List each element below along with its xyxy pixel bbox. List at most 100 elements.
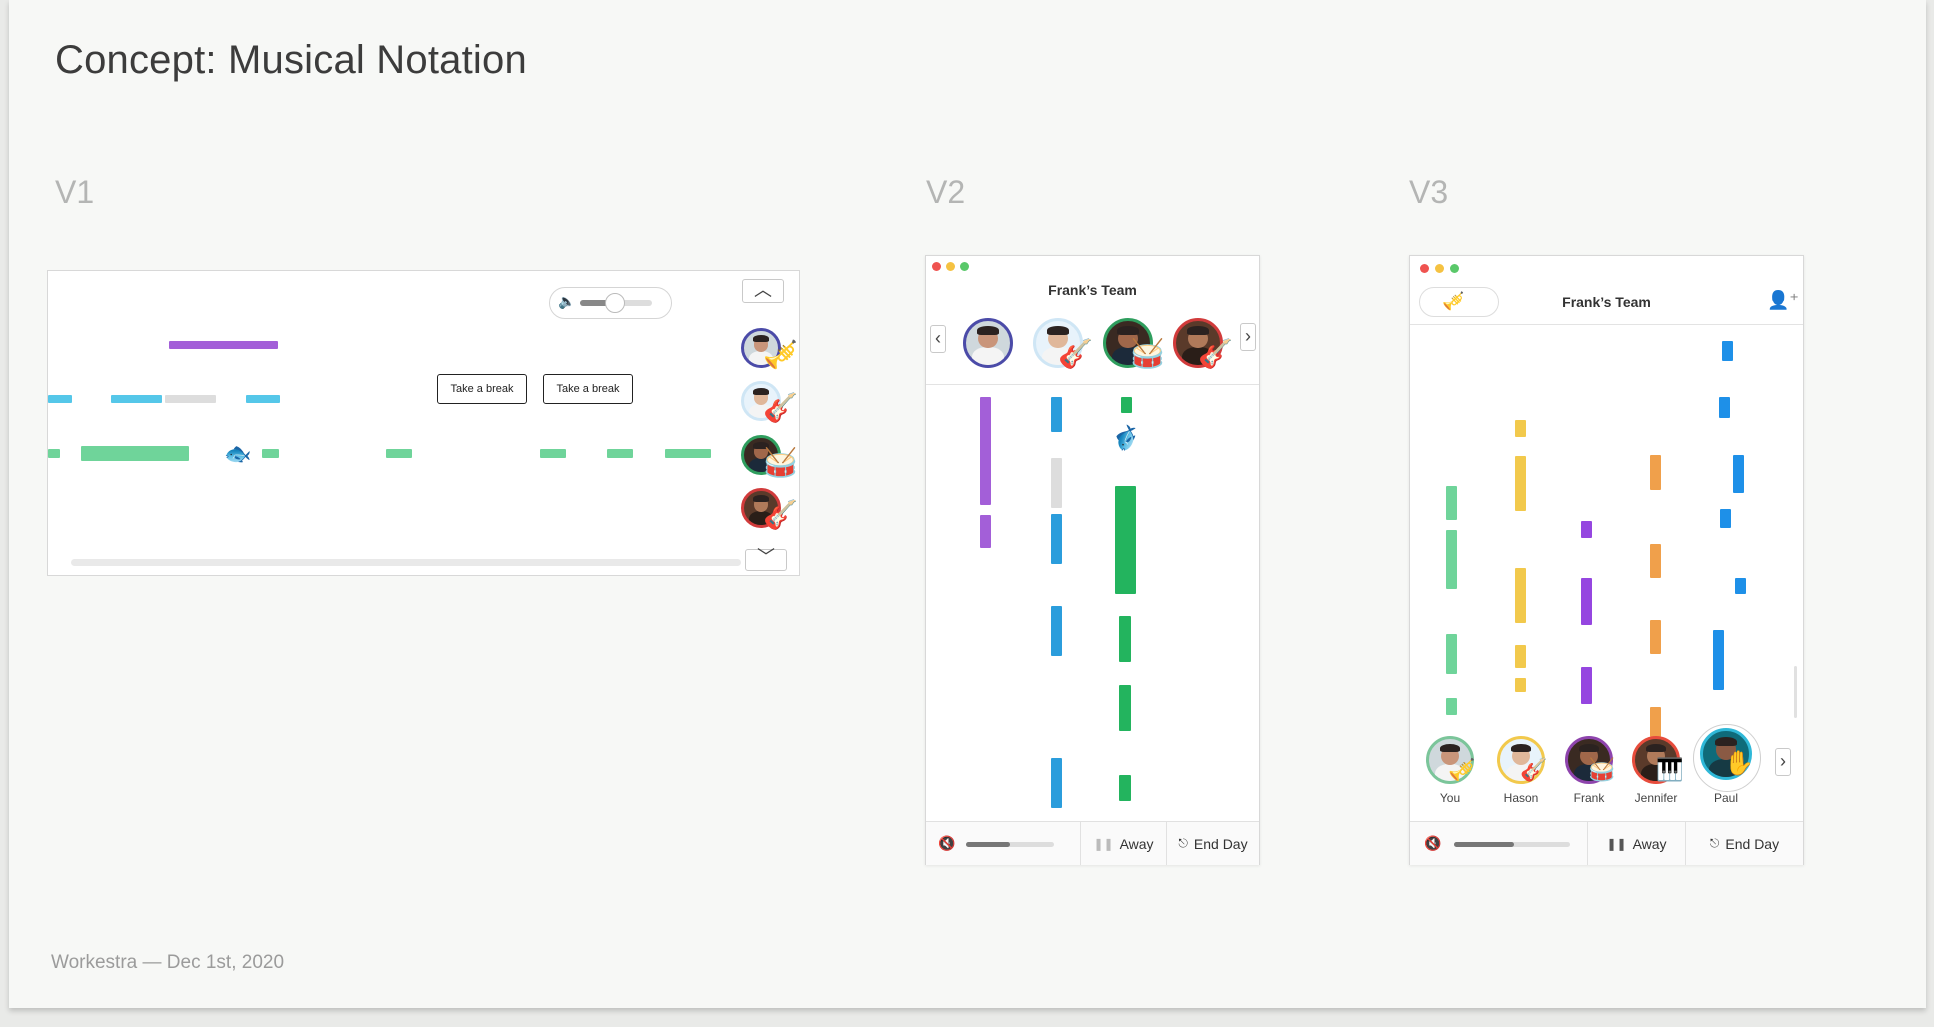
v1-note-green <box>386 449 412 458</box>
v2-note-gray <box>1051 458 1062 508</box>
away-label: Away <box>1119 835 1154 852</box>
v3-note-green <box>1446 486 1457 520</box>
v2-window: Frank’s Team ‹ › 🎸 🥁 🎸 🐟 🔇 ❚❚ <box>925 255 1260 865</box>
maximize-dot[interactable] <box>960 262 969 271</box>
mute-icon[interactable]: 🔇 <box>938 835 956 851</box>
separator <box>1080 822 1081 865</box>
member-name: Paul <box>1713 791 1739 805</box>
speaker-icon: 🔈 <box>558 293 576 309</box>
exit-icon: ⎋ <box>1709 836 1720 850</box>
v1-volume-knob[interactable] <box>605 293 625 313</box>
v1-note-blue <box>48 395 72 403</box>
minimize-dot[interactable] <box>1435 264 1444 273</box>
v1-avatar[interactable] <box>741 381 781 421</box>
away-label: Away <box>1632 835 1667 852</box>
v3-note-orange <box>1650 620 1661 654</box>
fish-icon: 🐟 <box>224 441 252 466</box>
pause-icon: ❚❚ <box>1606 836 1627 851</box>
close-dot[interactable] <box>932 262 941 271</box>
member-avatar-frank[interactable] <box>1565 736 1613 784</box>
v1-horizontal-scrollbar[interactable] <box>71 559 741 566</box>
canvas-board: Concept: Musical Notation V1 🔈 ︿ ﹀ Take … <box>9 0 1926 1008</box>
member-avatar-hason[interactable] <box>1497 736 1545 784</box>
v1-volume-control[interactable]: 🔈 <box>549 287 672 319</box>
v2-avatar[interactable] <box>1173 318 1223 368</box>
v2-note-purple <box>980 397 991 505</box>
v3-vertical-scrollbar[interactable] <box>1794 666 1797 718</box>
member-avatar-jennifer[interactable] <box>1632 736 1680 784</box>
v3-window: 🎺 Frank’s Team 👤⁺ 🎺 You <box>1409 255 1804 865</box>
guitar-icon: 🎸 <box>763 392 798 423</box>
trumpet-icon: 🎺 <box>763 339 798 370</box>
v3-note-yellow <box>1515 456 1526 511</box>
end-day-button[interactable]: ⎋ End Day <box>1167 822 1259 865</box>
v3-note-blue <box>1722 341 1733 361</box>
v2-note-green <box>1115 486 1136 594</box>
prev-arrow[interactable]: ‹ <box>930 325 946 353</box>
v3-note-purple <box>1581 667 1592 704</box>
v2-avatar[interactable] <box>1103 318 1153 368</box>
member-name: Frank <box>1573 791 1605 805</box>
v3-note-yellow <box>1515 678 1526 692</box>
add-user-icon[interactable]: 👤⁺ <box>1767 290 1799 310</box>
v1-note-green <box>81 446 189 461</box>
v1-avatar[interactable] <box>741 488 781 528</box>
v3-note-purple <box>1581 578 1592 625</box>
end-day-label: End Day <box>1725 835 1780 852</box>
v3-note-blue <box>1713 630 1724 690</box>
v2-note-blue <box>1051 397 1062 432</box>
v3-note-yellow <box>1515 420 1526 437</box>
member-name: Hason <box>1503 791 1539 805</box>
maximize-dot[interactable] <box>1450 264 1459 273</box>
v3-note-green <box>1446 530 1457 589</box>
v2-avatar[interactable] <box>963 318 1013 368</box>
mute-icon[interactable]: 🔇 <box>1424 835 1442 851</box>
member-name: You <box>1439 791 1461 805</box>
v1-note-green <box>262 449 279 458</box>
next-arrow[interactable]: › <box>1240 323 1256 351</box>
away-button[interactable]: ❚❚ Away <box>1588 822 1685 865</box>
member-avatar-paul[interactable] <box>1700 728 1752 780</box>
team-title: Frank’s Team <box>1562 294 1651 310</box>
trumpet-icon: 🎺 <box>1442 291 1465 311</box>
trumpet-icon: 🎺 <box>1448 757 1476 782</box>
v3-note-yellow <box>1515 568 1526 623</box>
v3-note-blue <box>1735 578 1746 594</box>
guitar-icon: 🎸 <box>1058 338 1093 369</box>
raised-hand-icon: ✋ <box>1724 750 1754 777</box>
minimize-dot[interactable] <box>946 262 955 271</box>
away-button[interactable]: ❚❚ Away <box>1081 822 1166 865</box>
separator <box>1685 822 1686 865</box>
end-day-button[interactable]: ⎋ End Day <box>1686 822 1803 865</box>
team-title: Frank’s Team <box>1048 282 1137 298</box>
scroll-up-button[interactable]: ︿ <box>742 279 784 303</box>
next-arrow[interactable]: › <box>1775 748 1791 776</box>
divider <box>1410 324 1803 325</box>
v1-avatar[interactable] <box>741 435 781 475</box>
v3-note-orange <box>1650 544 1661 578</box>
v1-volume-fill <box>580 300 613 306</box>
v2-bottom-bar: 🔇 ❚❚ Away ⎋ End Day <box>926 821 1259 865</box>
close-dot[interactable] <box>1420 264 1429 273</box>
separator <box>1166 822 1167 865</box>
speaking-ring <box>1693 724 1761 792</box>
v2-volume-slider[interactable] <box>966 842 1054 847</box>
v2-note-green <box>1119 775 1131 801</box>
take-break-button-1[interactable]: Take a break <box>437 374 527 404</box>
v2-note-green <box>1119 685 1131 731</box>
v1-note-green <box>48 449 60 458</box>
guitar-icon: 🎸 <box>1198 338 1233 369</box>
page-title: Concept: Musical Notation <box>55 38 527 82</box>
v3-note-orange <box>1650 455 1661 490</box>
v1-avatar[interactable] <box>741 328 781 368</box>
take-break-button-2[interactable]: Take a break <box>543 374 633 404</box>
member-avatar-you[interactable] <box>1426 736 1474 784</box>
v3-volume-slider[interactable] <box>1454 842 1570 847</box>
v1-label: V1 <box>55 174 95 210</box>
v2-avatar[interactable] <box>1033 318 1083 368</box>
scroll-down-button[interactable]: ﹀ <box>745 548 787 571</box>
v2-note-blue <box>1051 758 1062 808</box>
v3-note-yellow <box>1515 645 1526 668</box>
instrument-pill[interactable]: 🎺 <box>1419 287 1499 317</box>
v1-note-green <box>665 449 711 458</box>
